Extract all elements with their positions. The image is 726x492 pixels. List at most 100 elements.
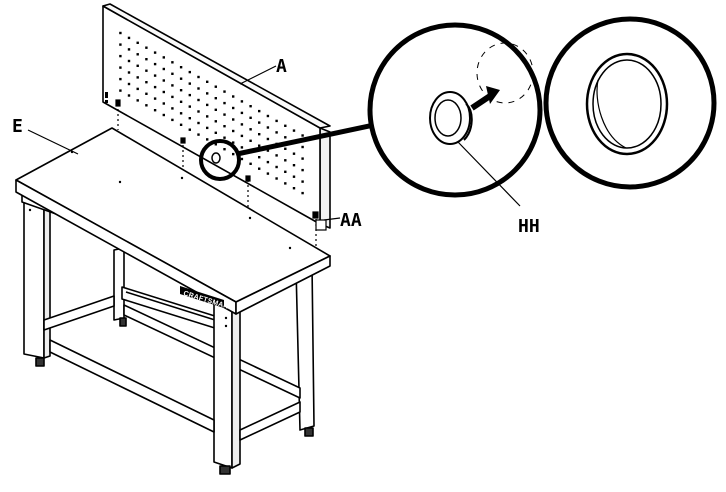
peg-hole	[171, 95, 174, 99]
peg-hole	[223, 136, 226, 139]
peg-hole	[162, 90, 165, 94]
peg-hole	[301, 157, 304, 160]
peg-hole	[179, 89, 183, 92]
peg-hole	[188, 117, 191, 120]
peg-hole	[258, 144, 261, 147]
peg-hole	[145, 69, 148, 72]
peg-hole	[258, 167, 261, 170]
peg-hole	[240, 123, 244, 126]
peg-hole	[206, 115, 209, 118]
peg-hole	[206, 103, 209, 107]
peg-hole	[214, 143, 217, 146]
peg-hole	[214, 97, 217, 100]
peg-hole	[145, 46, 148, 49]
peg-hole	[145, 58, 148, 61]
peg-hole	[197, 75, 200, 79]
peg-hole	[162, 102, 165, 105]
peg-hole	[232, 141, 235, 144]
grommet-callout-circle	[199, 139, 241, 181]
peg-hole	[232, 106, 235, 110]
peg-hole	[301, 168, 304, 172]
peg-hole	[188, 82, 191, 85]
peg-hole	[197, 121, 200, 125]
peg-hole	[275, 131, 278, 134]
peg-hole	[145, 81, 148, 84]
peg-hole	[162, 113, 165, 117]
peg-hole	[223, 148, 226, 151]
peg-hole	[284, 170, 287, 173]
peg-hole	[119, 66, 122, 69]
peg-hole	[171, 107, 174, 110]
peg-hole	[275, 119, 278, 123]
peg-hole	[179, 77, 183, 80]
peg-hole	[171, 72, 174, 75]
label-e: E	[12, 116, 23, 137]
peg-hole	[232, 152, 235, 156]
peg-hole	[292, 164, 296, 167]
peg-hole	[153, 51, 157, 54]
peg-hole	[127, 59, 131, 63]
peg-hole	[136, 76, 139, 79]
peg-hole	[275, 165, 278, 169]
peg-hole	[258, 156, 261, 159]
peg-hole	[162, 79, 165, 82]
peg-hole	[223, 101, 226, 105]
a-leader	[239, 65, 277, 85]
hh-leader	[457, 141, 521, 207]
peg-hole	[127, 82, 131, 86]
peg-hole	[145, 104, 148, 107]
peg-hole	[214, 108, 217, 111]
peg-hole	[206, 80, 209, 83]
peg-hole	[240, 134, 244, 138]
label-a: A	[276, 56, 287, 77]
peg-hole	[284, 124, 287, 127]
pegboard-panel	[102, 3, 331, 229]
peg-hole	[249, 116, 252, 119]
peg-hole	[249, 105, 252, 108]
peg-hole	[162, 56, 165, 59]
peg-hole	[249, 162, 252, 165]
peg-hole	[301, 134, 304, 137]
peg-hole	[258, 109, 261, 113]
peg-hole	[162, 67, 165, 71]
peg-hole	[127, 36, 131, 40]
peg-hole	[240, 146, 244, 149]
peg-hole	[266, 137, 270, 141]
peg-hole	[223, 90, 226, 93]
peg-hole	[188, 93, 191, 97]
detail-circle-before	[367, 22, 543, 198]
peg-hole	[284, 182, 287, 185]
callout-connector	[236, 119, 389, 157]
peg-hole	[258, 133, 261, 136]
peg-hole	[240, 100, 244, 103]
peg-hole	[179, 123, 183, 126]
peg-hole	[232, 95, 235, 98]
peg-hole	[153, 85, 157, 89]
peg-hole	[240, 111, 244, 115]
peg-hole	[171, 84, 174, 87]
e-leader	[27, 129, 79, 155]
peg-hole	[275, 154, 278, 157]
peg-hole	[188, 105, 191, 108]
peg-hole	[206, 92, 209, 95]
peg-hole	[136, 41, 139, 44]
peg-hole	[292, 129, 296, 132]
peg-hole	[119, 54, 122, 58]
peg-hole	[197, 98, 200, 102]
peg-hole	[214, 120, 217, 123]
peg-hole	[258, 121, 261, 124]
peg-hole	[153, 97, 157, 100]
label-aa: AA	[340, 210, 362, 231]
peg-hole	[136, 87, 139, 91]
peg-hole	[284, 147, 287, 150]
peg-hole	[249, 139, 252, 142]
peg-hole	[136, 53, 139, 56]
peg-hole	[188, 128, 191, 131]
aa-leader	[323, 217, 341, 221]
peg-hole	[275, 177, 278, 180]
peg-hole	[284, 136, 287, 139]
peg-hole	[197, 87, 200, 90]
peg-hole	[119, 43, 122, 46]
peg-hole	[266, 160, 270, 164]
peg-hole	[197, 110, 200, 113]
